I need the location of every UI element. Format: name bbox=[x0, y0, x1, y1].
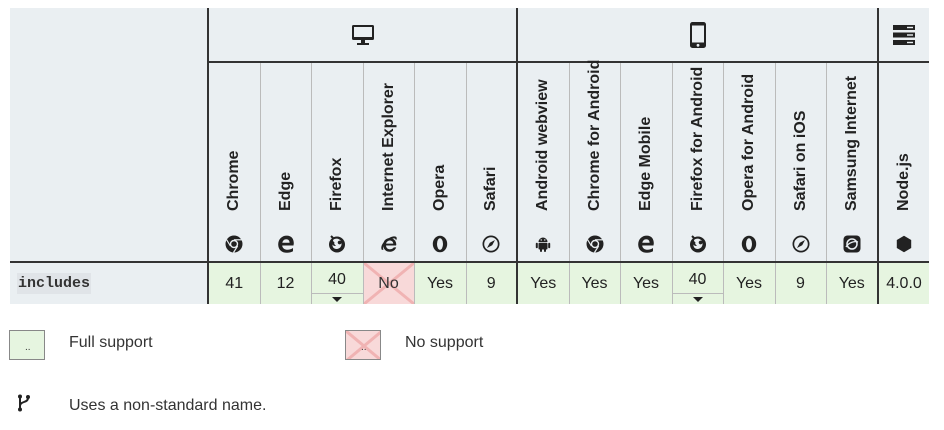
browser-header-chrome: Chrome bbox=[208, 62, 261, 262]
platform-server bbox=[878, 8, 929, 63]
notes-toggle-chevron-icon[interactable] bbox=[672, 293, 723, 304]
edge-icon bbox=[277, 235, 295, 253]
legend-nonstandard-label: Uses a non-standard name. bbox=[69, 397, 267, 414]
support-cell-edge-mobile: Yes bbox=[620, 261, 673, 304]
nodejs-icon bbox=[895, 235, 913, 253]
edge-icon bbox=[637, 235, 655, 253]
desktop-icon bbox=[351, 24, 374, 45]
support-cell-chrome: 41 bbox=[208, 261, 261, 304]
browser-header-samsung-internet: Samsung Internet bbox=[826, 62, 879, 262]
support-value: Yes bbox=[426, 274, 454, 292]
browser-header-opera-for-android: Opera for Android bbox=[723, 62, 776, 262]
platform-mobile bbox=[517, 8, 879, 63]
browser-name: Firefox bbox=[328, 157, 345, 211]
legend-no-support-label: No support bbox=[405, 334, 484, 351]
support-value: No bbox=[378, 274, 399, 292]
firefox-icon bbox=[689, 235, 707, 253]
browser-name: Chrome for Android bbox=[585, 59, 603, 211]
browser-header-chrome-for-android: Chrome for Android bbox=[569, 59, 621, 262]
nonstandard-name-icon bbox=[18, 394, 30, 412]
support-cell-opera-for-android: Yes bbox=[723, 261, 776, 304]
support-value: Yes bbox=[530, 274, 557, 292]
support-value: 40 bbox=[328, 270, 346, 288]
browser-header-opera: Opera bbox=[414, 62, 467, 262]
server-icon bbox=[893, 24, 915, 45]
support-value: 12 bbox=[276, 274, 295, 292]
support-value: Yes bbox=[735, 274, 763, 292]
browser-header-node-js: Node.js bbox=[878, 62, 929, 262]
support-value: 41 bbox=[225, 274, 244, 292]
browser-name: Opera for Android bbox=[740, 73, 757, 211]
support-cell-android-webview: Yes bbox=[517, 261, 570, 304]
support-cell-opera: Yes bbox=[414, 261, 467, 304]
support-cell-firefox[interactable]: 40 bbox=[311, 261, 364, 304]
opera-icon bbox=[740, 235, 758, 253]
browser-header-android-webview: Android webview bbox=[517, 62, 570, 262]
browser-name: Safari on iOS bbox=[791, 110, 809, 211]
support-cell-node-js: 4.0.0 bbox=[878, 261, 929, 304]
support-value: 9 bbox=[486, 274, 496, 292]
browser-name: Safari bbox=[482, 166, 500, 211]
browser-header-safari-on-ios: Safari on iOS bbox=[775, 62, 827, 262]
browser-header-edge-mobile: Edge Mobile bbox=[620, 62, 673, 262]
chrome-icon bbox=[225, 235, 243, 253]
ie-icon bbox=[380, 235, 398, 253]
safari-icon bbox=[792, 235, 810, 253]
browser-name: Opera bbox=[431, 164, 448, 211]
support-cell-firefox-for-android[interactable]: 40 bbox=[672, 261, 724, 304]
support-value: Yes bbox=[581, 274, 608, 292]
android-icon bbox=[534, 235, 552, 253]
browser-header-firefox-for-android: Firefox for Android bbox=[672, 62, 724, 262]
browser-name: Android webview bbox=[534, 79, 552, 211]
support-value: 9 bbox=[796, 274, 805, 292]
chrome-icon bbox=[586, 235, 604, 253]
legend-no-support-swatch: .. bbox=[345, 330, 381, 360]
browser-name: Firefox for Android bbox=[688, 66, 706, 211]
support-value: 4.0.0 bbox=[886, 274, 922, 292]
support-cell-samsung-internet: Yes bbox=[826, 261, 879, 304]
platform-desktop bbox=[208, 8, 518, 63]
support-cell-safari-on-ios: 9 bbox=[775, 261, 827, 304]
support-value: Yes bbox=[632, 274, 660, 292]
feature-name: includes bbox=[10, 261, 209, 304]
browser-header-safari: Safari bbox=[466, 62, 518, 262]
firefox-icon bbox=[328, 235, 346, 253]
browser-name: Edge bbox=[276, 171, 294, 211]
browser-name: Node.js bbox=[895, 153, 912, 211]
safari-icon bbox=[482, 235, 500, 253]
browser-header-edge: Edge bbox=[260, 62, 312, 262]
support-value: 40 bbox=[688, 270, 707, 288]
browser-name: Chrome bbox=[225, 150, 243, 211]
support-value: Yes bbox=[838, 274, 865, 292]
browser-name: Samsung Internet bbox=[842, 75, 860, 211]
legend-full-support-label: Full support bbox=[69, 334, 153, 351]
support-cell-safari: 9 bbox=[466, 261, 518, 304]
support-cell-internet-explorer: No bbox=[363, 261, 415, 304]
browser-header-internet-explorer: Internet Explorer bbox=[363, 62, 415, 262]
support-cell-edge: 12 bbox=[260, 261, 312, 304]
opera-icon bbox=[431, 235, 449, 253]
samsung-icon bbox=[843, 235, 861, 253]
browser-name: Edge Mobile bbox=[637, 116, 654, 211]
notes-toggle-chevron-icon[interactable] bbox=[311, 293, 363, 304]
table-corner bbox=[10, 8, 209, 262]
browser-header-firefox: Firefox bbox=[311, 62, 364, 262]
browser-name: Internet Explorer bbox=[379, 82, 397, 211]
legend-full-support-swatch: .. bbox=[9, 330, 45, 360]
mobile-icon bbox=[689, 21, 706, 48]
support-cell-chrome-for-android: Yes bbox=[569, 261, 621, 304]
